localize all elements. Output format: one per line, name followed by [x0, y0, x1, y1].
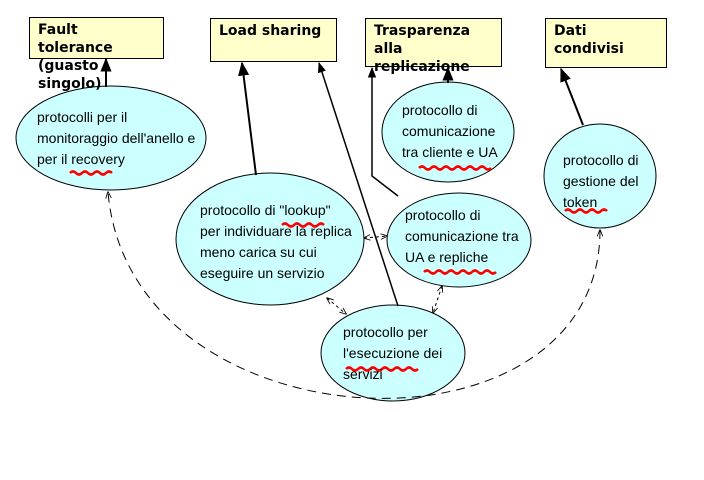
- box-dati-condivisi: Dati condivisi: [545, 18, 667, 68]
- node-label-cliente-ua: protocollo di comunicazione tra cliente …: [402, 102, 498, 160]
- node-label-token: protocollo di gestione del token: [563, 152, 639, 210]
- spellcheck-squiggle: [345, 366, 419, 372]
- dashed-link-lookup-ua-repliche: [364, 236, 387, 238]
- arrow-esecuzione-to-load: [317, 62, 399, 307]
- node-monitoraggio-ellipse: [15, 85, 207, 191]
- spellcheck-squiggle: [418, 165, 492, 171]
- dashed-link-repliche-esecuzione: [433, 286, 442, 313]
- node-esecuzione-ellipse: [320, 304, 466, 402]
- spellcheck-squiggle: [423, 269, 497, 275]
- box-fault-tolerance: Fault tolerance (guasto singolo): [29, 17, 164, 92]
- spellcheck-squiggle: [281, 222, 325, 228]
- node-label-esecuzione: protocollo per l'esecuzione dei servizi: [343, 324, 443, 382]
- dashed-link-lookup-esecuzione: [327, 298, 346, 314]
- dashed-link-token-to-monitoraggio: [108, 192, 600, 399]
- node-label-monitoraggio: protocolli per il monitoraggio dell'anel…: [37, 109, 196, 167]
- arrow-repliche-to-trasparenza: [367, 66, 399, 197]
- spellcheck-squiggle: [564, 208, 608, 214]
- box-load-sharing: Load sharing: [210, 18, 337, 62]
- arrow-lookup-to-load: [238, 61, 257, 176]
- spellcheck-squiggle: [69, 170, 113, 176]
- node-label-lookup: protocollo di "lookup" per individuare l…: [200, 202, 352, 281]
- node-label-ua-repliche: protocollo di comunicazione tra UA e rep…: [405, 207, 519, 265]
- box-trasparenza: Trasparenza alla replicazione: [365, 18, 502, 75]
- arrow-token-to-dati: [560, 67, 584, 126]
